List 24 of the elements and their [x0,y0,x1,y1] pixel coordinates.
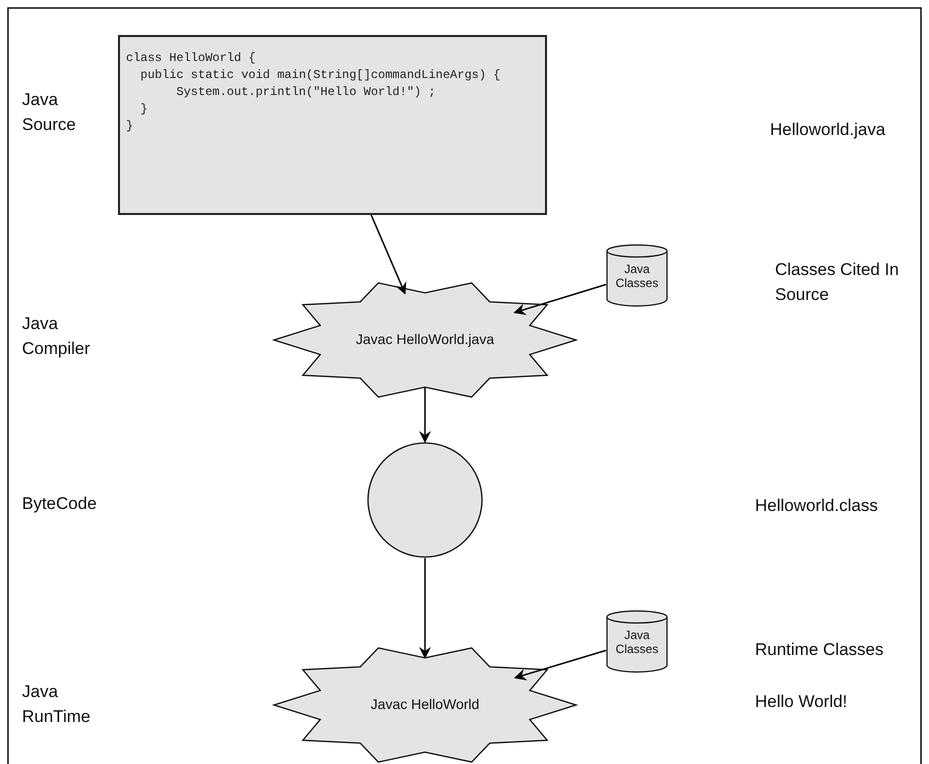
node-label: Java Classes [614,628,660,656]
side-label: ByteCode [22,493,98,515]
side-label: Classes Cited In Source [775,259,900,306]
code-line: class HelloWorld { [126,51,256,65]
code-line: } [126,119,134,133]
side-label: Runtime Classes [755,639,884,661]
arrow [514,650,606,680]
node-label: Javac HelloWorld.java [354,331,496,347]
arrow [514,284,606,316]
arrow [419,387,431,443]
arrow [419,558,431,659]
side-label: Hello World! [755,691,848,713]
code-line: System.out.println("Hello World!") ; [176,85,436,99]
code-line: } [140,102,148,116]
node-label: Javac HelloWorld [370,696,480,712]
side-label: Helloworld.class [755,495,879,517]
code-box [118,35,547,215]
side-label: Java RunTime [22,681,92,728]
side-label: Java Compiler [22,313,92,360]
node-label: Java Classes [614,262,660,290]
side-label: Java Source [22,89,77,136]
side-label: Helloworld.java [770,119,886,141]
code-line: public static void main(String[]commandLineArgs) { [140,68,500,82]
arrow [370,214,406,295]
